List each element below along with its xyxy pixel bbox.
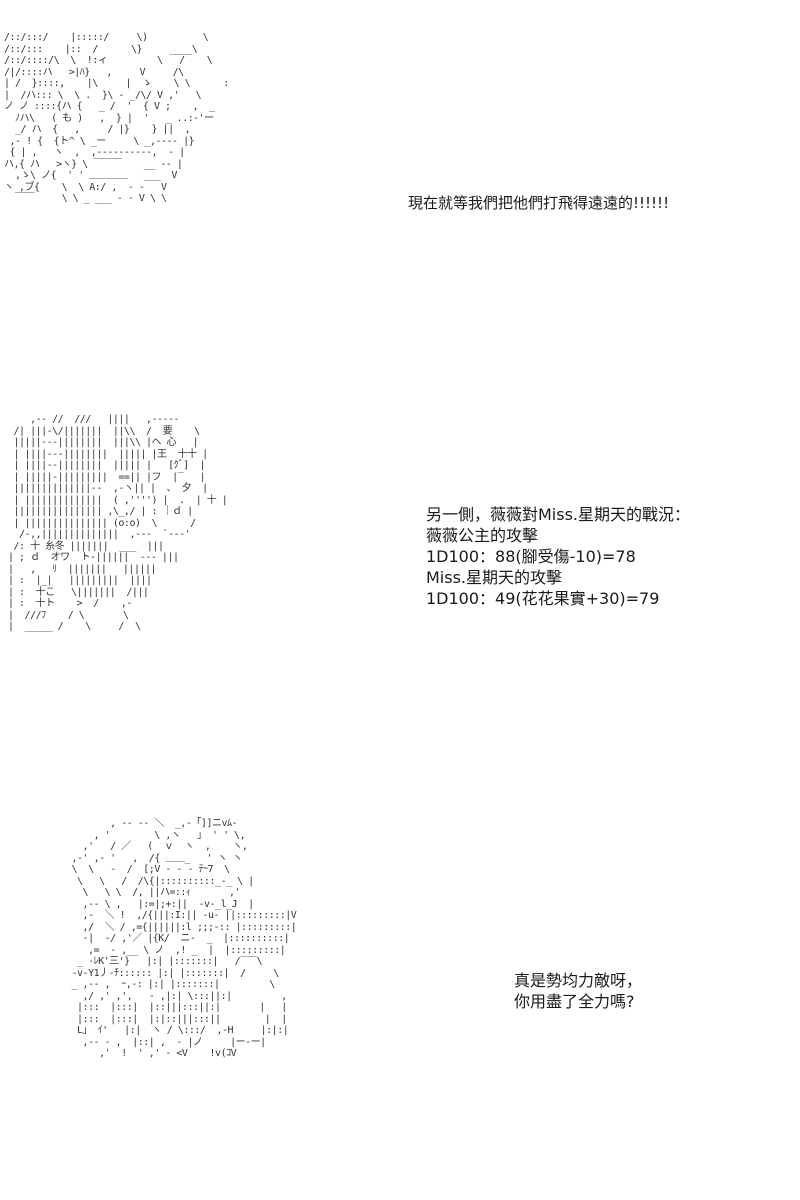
caption-line: 你用盡了全力嗎? (514, 992, 635, 1011)
dialogue-caption-1: 現在就等我們把他們打飛得遠遠的!!!!!! (408, 193, 669, 214)
caption-line: Miss.星期天的攻擊 (426, 568, 563, 587)
aa-panel-3: , -- ‐‐ ＼ _,-「]]ニvﾑ- , ' \ ,ヽ 」 ' ' \, ,… (0, 800, 800, 1200)
caption-line: 1D100：49(花花果實+30)=79 (426, 589, 660, 608)
caption-line: 真是勢均力敵呀， (514, 971, 643, 990)
caption-line: 薇薇公主的攻擊 (426, 526, 539, 545)
caption-line: 另一側，薇薇對Miss.星期天的戰況： (426, 505, 691, 524)
dialogue-caption-3: 真是勢均力敵呀， 你用盡了全力嗎? (514, 970, 642, 1012)
ascii-art-vivi-speech: ,-- // /// |||| ,----- /| |||-\/||||||| … (8, 414, 228, 632)
aa-panel-1: /::/:::/ |:::::/ \) \ /::/::: |:: / \} _… (0, 0, 800, 340)
caption-line: 1D100：88(腳受傷-10)=78 (426, 547, 636, 566)
ascii-art-luffy-grin: /::/:::/ |:::::/ \) \ /::/::: |:: / \} _… (4, 32, 229, 204)
aa-panel-2: ,-- // /// |||| ,----- /| |||-\/||||||| … (0, 400, 800, 730)
caption-line: 現在就等我們把他們打飛得遠遠的!!!!!! (408, 194, 670, 212)
battle-status-caption: 另一側，薇薇對Miss.星期天的戰況： 薇薇公主的攻擊 1D100：88(腳受傷-1… (426, 504, 690, 609)
ascii-art-miss-all-sunday: , -- ‐‐ ＼ _,-「]]ニvﾑ- , ' \ ,ヽ 」 ' ' \, ,… (71, 818, 297, 1059)
